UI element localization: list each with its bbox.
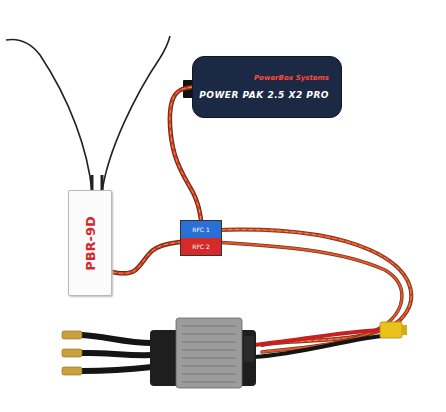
- battery-pack: PowerBox SystemsPOWER PAK 2.5 X2 PRO: [192, 56, 342, 118]
- xt60-connector: [401, 325, 407, 335]
- esc-body: [182, 326, 236, 382]
- servo-lead: [214, 230, 411, 345]
- port-label: RFC 2: [181, 238, 221, 255]
- antenna: [6, 36, 170, 192]
- receiver-name: PBR-9D: [83, 216, 98, 271]
- wire-lead: [112, 242, 180, 273]
- xt60-connector: [380, 322, 402, 338]
- bullet-connector: [62, 331, 82, 339]
- motor-lead: [82, 353, 152, 355]
- wire-lead: [112, 242, 180, 273]
- wire-lead: [112, 242, 180, 273]
- product-name: POWER PAK 2.5 X2 PRO: [199, 90, 329, 100]
- motor-lead: [82, 335, 152, 371]
- antenna: [6, 40, 92, 192]
- brand-logo: PowerBox Systems: [254, 74, 329, 82]
- switch-module: RFC 1RFC 2: [180, 220, 222, 256]
- bullet-connector: [62, 349, 82, 357]
- bullet-connector: [62, 367, 82, 375]
- bullet-connector: [62, 331, 82, 375]
- battery-lead: [254, 336, 382, 357]
- motor-lead: [82, 367, 152, 371]
- receiver: PBR-9D: [68, 190, 112, 296]
- esc-body: [176, 318, 242, 388]
- antenna: [102, 36, 170, 192]
- motor-lead: [82, 335, 152, 343]
- battery-lead: [254, 330, 382, 357]
- servo-lead: [214, 230, 411, 345]
- port-label: RFC 1: [181, 221, 221, 238]
- wire-lead: [112, 242, 180, 273]
- xt60-connector: [380, 322, 407, 338]
- esc-body: [244, 336, 254, 362]
- servo-lead: [214, 230, 411, 345]
- esc-body: [150, 318, 256, 388]
